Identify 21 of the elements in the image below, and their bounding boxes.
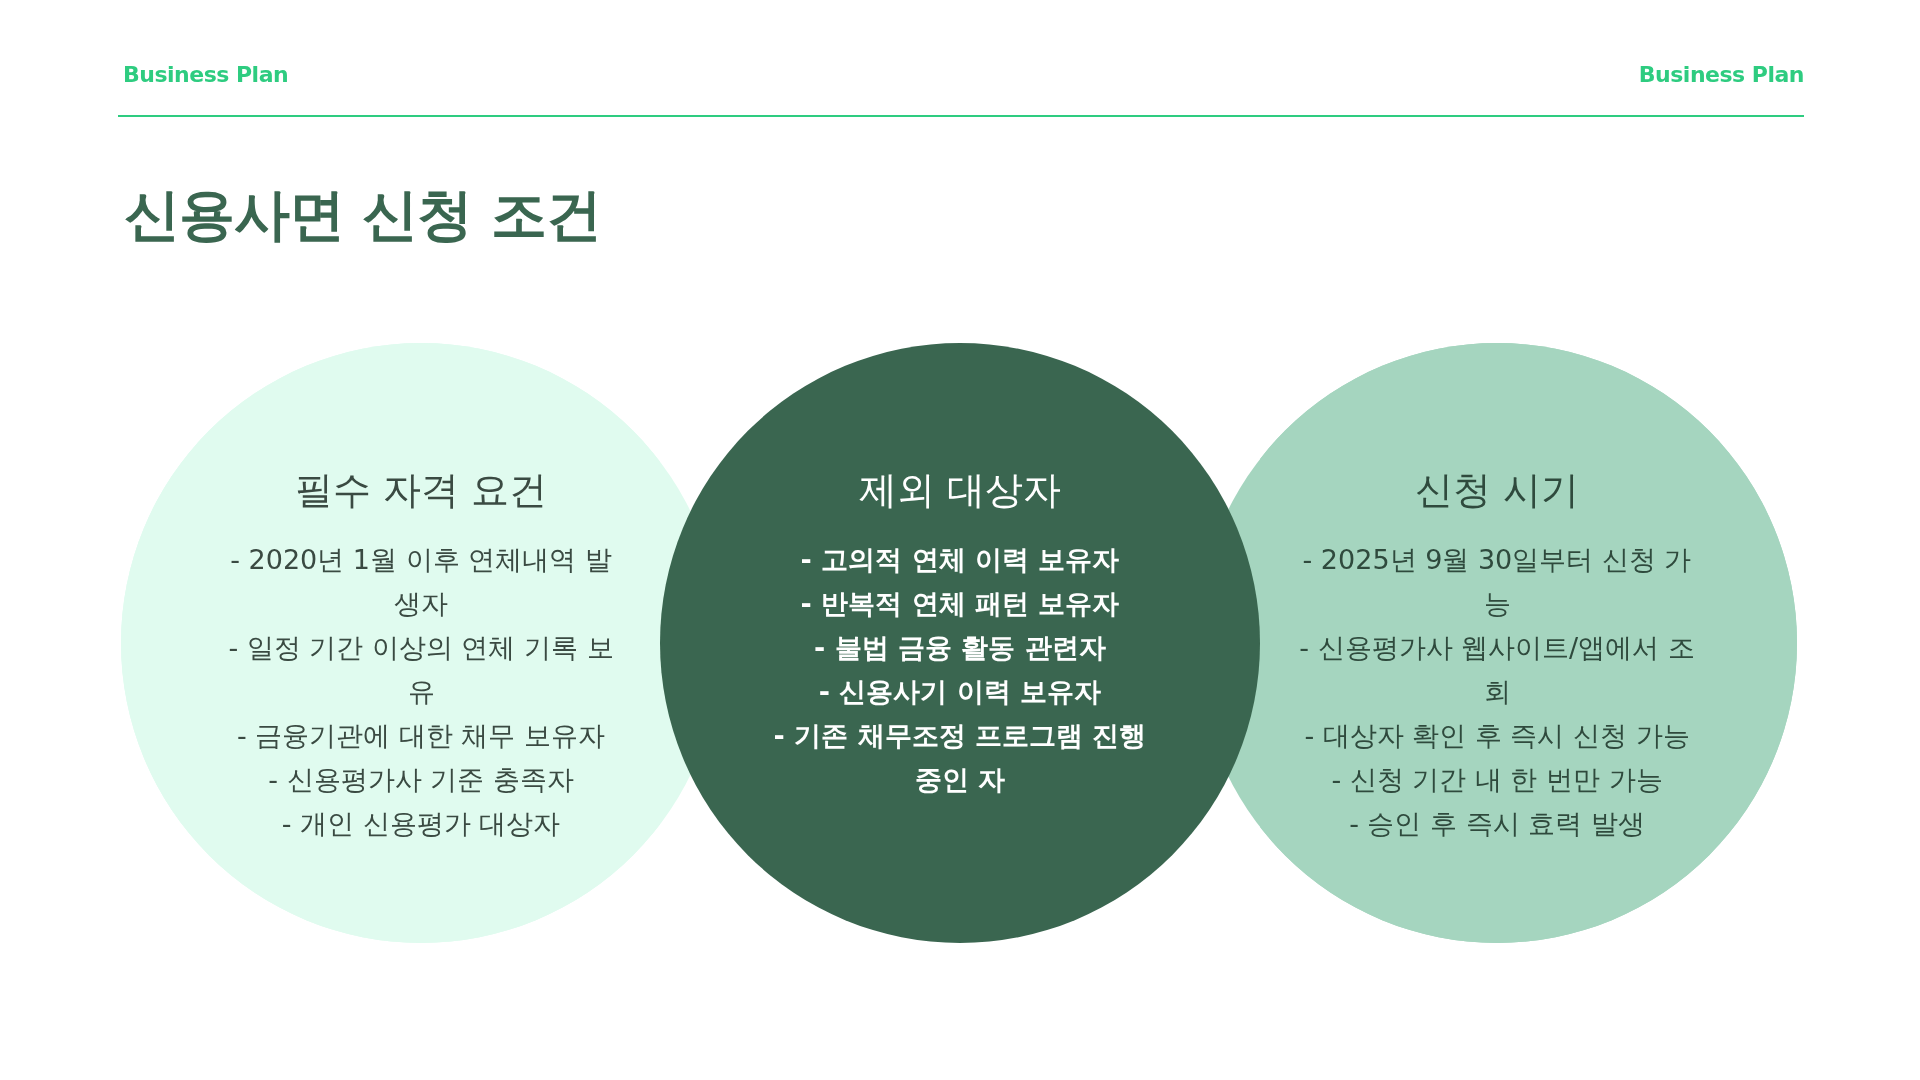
header-text: Business Plan	[123, 62, 289, 87]
list-item: - 불법 금융 활동 관련자	[813, 631, 1107, 665]
list-item: - 고의적 연체 이력 보유자	[799, 543, 1121, 577]
circle-heading: 신청 시기	[1414, 467, 1580, 514]
list-item: - 개인 신용평가 대상자	[280, 807, 562, 841]
list-item: - 반복적 연체 패턴 보유자	[799, 587, 1121, 621]
header-text: Business Plan	[1638, 62, 1804, 87]
list-item: - 기존 채무조정 프로그램 진행 중인 자	[772, 719, 1148, 797]
list-item: - 신용평가사 기준 충족자	[267, 763, 575, 797]
list-item: - 일정 기간 이상의 연체 기록 보유	[227, 631, 615, 709]
list-item: - 2020년 1월 이후 연체내역 발생자	[229, 543, 613, 621]
list-item: - 승인 후 즉시 효력 발생	[1348, 807, 1646, 841]
circle-heading: 제외 대상자	[858, 467, 1062, 514]
list-item: - 대상자 확인 후 즉시 신청 가능	[1303, 719, 1691, 753]
list-item: - 금융기관에 대한 채무 보유자	[235, 719, 607, 753]
list-item: - 신청 기간 내 한 번만 가능	[1330, 763, 1664, 797]
circle-heading: 필수 자격 요건	[294, 467, 548, 514]
list-item: - 신용사기 이력 보유자	[817, 675, 1103, 709]
list-item: - 신용평가사 웹사이트/앱에서 조회	[1298, 631, 1696, 709]
slide-title: 신용사면 신청 조건	[124, 181, 601, 249]
list-item: - 2025년 9월 30일부터 신청 가능	[1301, 543, 1693, 621]
